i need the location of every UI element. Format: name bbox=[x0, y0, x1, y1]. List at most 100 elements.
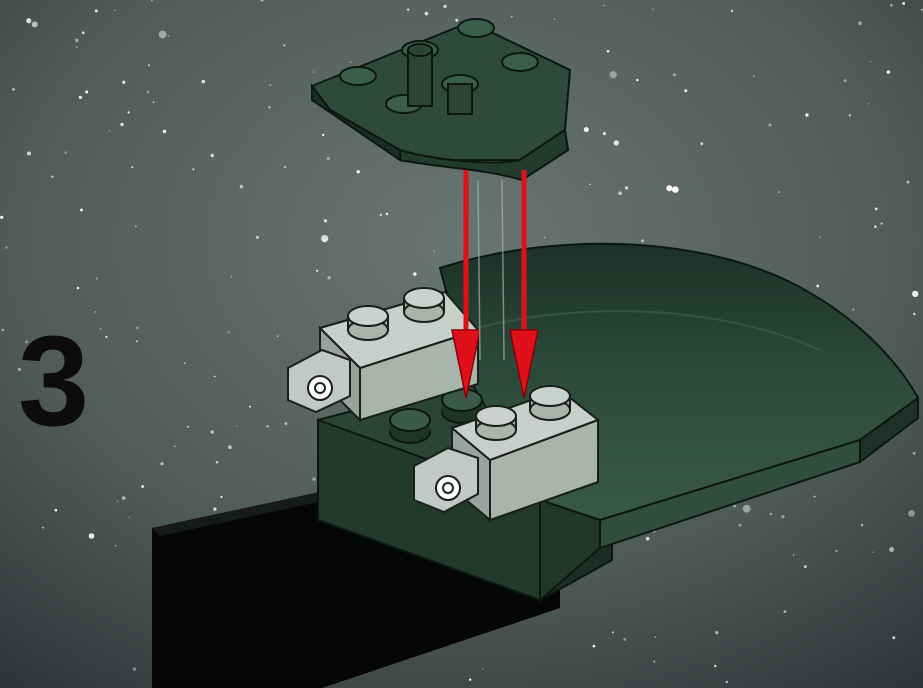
star bbox=[26, 18, 31, 23]
star bbox=[625, 186, 628, 189]
star bbox=[80, 209, 83, 212]
star bbox=[733, 505, 736, 508]
star bbox=[666, 185, 672, 191]
star bbox=[115, 545, 117, 547]
star bbox=[921, 9, 923, 11]
star bbox=[902, 2, 905, 5]
star bbox=[187, 426, 189, 428]
star bbox=[256, 236, 259, 239]
star bbox=[781, 515, 784, 518]
star bbox=[327, 157, 330, 160]
star bbox=[618, 191, 622, 195]
star bbox=[2, 329, 5, 332]
star bbox=[128, 517, 129, 518]
star bbox=[612, 631, 614, 633]
star bbox=[778, 191, 780, 193]
star bbox=[614, 140, 619, 145]
star bbox=[5, 246, 7, 248]
star bbox=[136, 341, 138, 343]
star bbox=[32, 21, 38, 27]
star bbox=[861, 524, 863, 526]
star bbox=[322, 134, 324, 136]
star bbox=[584, 127, 589, 132]
star bbox=[407, 9, 409, 11]
star bbox=[469, 679, 471, 681]
star bbox=[312, 477, 315, 480]
star bbox=[77, 287, 80, 290]
star bbox=[128, 111, 130, 113]
star bbox=[216, 461, 219, 464]
star bbox=[240, 185, 243, 188]
star bbox=[95, 9, 98, 12]
star bbox=[159, 31, 167, 39]
star bbox=[12, 88, 14, 90]
star bbox=[350, 61, 352, 63]
star bbox=[85, 91, 88, 94]
star bbox=[912, 291, 918, 297]
star bbox=[852, 308, 854, 310]
star bbox=[0, 216, 3, 219]
star bbox=[153, 101, 155, 103]
star bbox=[892, 636, 895, 639]
star bbox=[65, 151, 67, 153]
star bbox=[673, 73, 676, 76]
star bbox=[328, 276, 331, 279]
star bbox=[89, 533, 95, 539]
star bbox=[202, 80, 206, 84]
star bbox=[95, 311, 96, 312]
star bbox=[610, 71, 617, 78]
star bbox=[870, 61, 871, 62]
star bbox=[249, 406, 251, 408]
star bbox=[636, 79, 638, 81]
star bbox=[844, 79, 847, 82]
star bbox=[313, 71, 315, 73]
star bbox=[321, 235, 328, 242]
star bbox=[76, 46, 78, 48]
star bbox=[133, 668, 136, 671]
star bbox=[875, 208, 878, 211]
star bbox=[913, 313, 916, 316]
star bbox=[655, 636, 656, 637]
star bbox=[714, 665, 716, 667]
star bbox=[75, 39, 79, 43]
star bbox=[117, 501, 118, 502]
star bbox=[266, 425, 268, 427]
star bbox=[120, 123, 123, 126]
star bbox=[819, 236, 821, 238]
star bbox=[874, 225, 877, 228]
step-number: 3 bbox=[18, 318, 87, 446]
star bbox=[726, 681, 728, 683]
star bbox=[42, 527, 44, 529]
star bbox=[880, 222, 882, 224]
star bbox=[230, 276, 232, 278]
star bbox=[211, 154, 214, 157]
star bbox=[768, 123, 771, 126]
star bbox=[607, 50, 610, 53]
star bbox=[731, 10, 733, 12]
star bbox=[872, 552, 873, 553]
star bbox=[554, 18, 556, 20]
star bbox=[55, 509, 58, 512]
star bbox=[425, 12, 428, 15]
star bbox=[174, 446, 175, 447]
star bbox=[96, 278, 98, 280]
star bbox=[890, 4, 893, 7]
star bbox=[511, 16, 513, 18]
star bbox=[277, 336, 278, 337]
star bbox=[270, 84, 272, 86]
star bbox=[122, 496, 126, 500]
star bbox=[27, 152, 31, 156]
star bbox=[285, 422, 288, 425]
star bbox=[122, 81, 125, 84]
star bbox=[131, 166, 133, 168]
star bbox=[79, 96, 82, 99]
star bbox=[105, 336, 107, 338]
star bbox=[814, 496, 816, 498]
star bbox=[455, 19, 458, 22]
star bbox=[284, 166, 287, 169]
star bbox=[100, 328, 101, 329]
star bbox=[413, 272, 417, 276]
star bbox=[82, 31, 85, 34]
star bbox=[753, 76, 754, 77]
star bbox=[887, 70, 890, 73]
